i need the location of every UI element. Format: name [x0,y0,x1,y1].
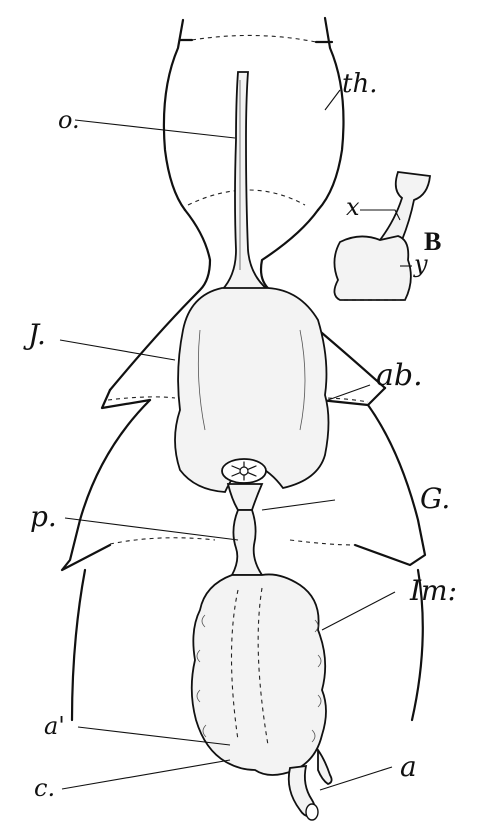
pylorus [232,510,262,575]
label-c: c. [34,774,55,802]
label-abdomen: ab. [376,358,423,393]
label-inset-y: y [413,250,428,278]
label-pylorus: p. [30,500,57,533]
gizzard-organ [222,459,266,510]
label-a-prime: a' [44,712,65,740]
label-thorax: th. [342,69,377,99]
label-inset-x: x [346,193,360,221]
label-intestine: Im: [409,574,457,607]
oesophagus [222,72,268,290]
thorax-outline [164,18,344,210]
label-oesophagus: o. [58,106,80,134]
label-gizzard: G. [420,482,450,515]
inset-b-drawing [334,172,430,300]
label-a: a [400,750,417,783]
intestine-organ [192,574,326,775]
label-crop: J. [23,318,46,351]
